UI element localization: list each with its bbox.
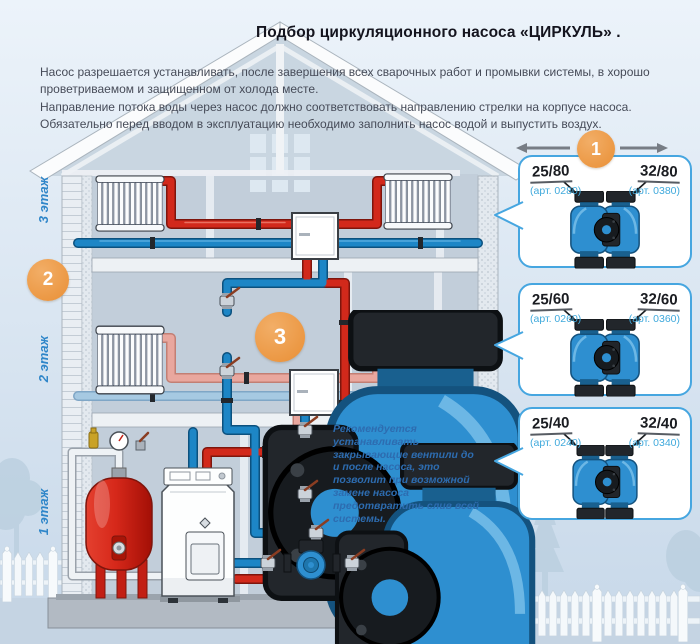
intro-paragraph: Направление потока воды через насос долж… xyxy=(40,99,632,114)
pump-art-number: (арт. 0260) xyxy=(530,313,582,325)
pump-model: 25/60 xyxy=(529,290,572,312)
pump-model: 32/40 xyxy=(638,414,681,436)
pump-model: 32/60 xyxy=(638,290,681,312)
pump-box-80: 25/80 (арт. 0280) 32/80 (арт. 0380) xyxy=(494,155,692,269)
pump-box-60: 25/60 (арт. 0260) 32/60 (арт. 0360) xyxy=(494,283,692,397)
floor-label-1: 1 этаж xyxy=(36,488,51,536)
callout-tail xyxy=(494,331,524,360)
marker-3-pump-unit: 3 xyxy=(255,312,305,362)
expansion-tank xyxy=(85,467,153,599)
safety-valve xyxy=(135,440,146,451)
pump-label: 32/40 (арт. 0340) xyxy=(628,414,681,449)
marker-1-pumps-panel: 1 xyxy=(577,130,615,168)
air-vent xyxy=(88,431,99,449)
callout-tail xyxy=(494,201,524,230)
pump-label: 32/80 (арт. 0380) xyxy=(628,162,681,197)
pump-label: 32/60 (арт. 0360) xyxy=(628,290,681,325)
circulation-pump-floor1 xyxy=(283,539,341,580)
marker-2-house-wall: 2 xyxy=(27,259,69,301)
intro-text: Насос разрешается устанавливать, после з… xyxy=(40,64,672,134)
recommendation-note: Рекомендуется устанавливать закрывающие … xyxy=(333,423,480,525)
callout-tail xyxy=(494,447,524,476)
pump-label: 25/40 (арт. 0240) xyxy=(529,414,582,449)
boiler xyxy=(160,467,240,603)
tree-silhouettes xyxy=(0,458,700,598)
intro-paragraph: Насос разрешается устанавливать, после з… xyxy=(40,65,650,97)
floor-label-3: 3 этаж xyxy=(36,176,51,224)
pump-art-number: (арт. 0240) xyxy=(530,437,582,449)
pump-box-40: 25/40 (арт. 0240) 32/40 (арт. 0340) xyxy=(494,407,692,521)
pump-art-number: (арт. 0280) xyxy=(530,185,582,197)
junction-boxes xyxy=(289,212,339,416)
intro-paragraph: Обязательно перед вводом в эксплуатацию … xyxy=(40,117,602,132)
marker1-arrows xyxy=(516,143,668,153)
roof-right xyxy=(279,21,531,181)
pump-illustrations xyxy=(563,181,647,269)
pump-art-number: (арт. 0340) xyxy=(628,437,680,449)
pump-illustrations xyxy=(563,433,647,521)
pump-label: 25/80 (арт. 0280) xyxy=(529,162,582,197)
floor-slab-3-2 xyxy=(91,257,479,273)
pump-model: 25/40 xyxy=(529,414,572,436)
pump-art-number: (арт. 0360) xyxy=(628,313,680,325)
pump-model: 25/80 xyxy=(529,162,572,184)
page-title: Подбор циркуляционного насоса «ЦИРКУЛЬ» … xyxy=(256,24,621,41)
pump-illustrations xyxy=(563,309,647,397)
pump-label: 25/60 (арт. 0260) xyxy=(529,290,582,325)
pump-art-number: (арт. 0380) xyxy=(628,185,680,197)
floor-label-2: 2 этаж xyxy=(36,335,51,383)
pumps-and-valves xyxy=(218,286,532,644)
pump-model: 32/80 xyxy=(638,162,681,184)
